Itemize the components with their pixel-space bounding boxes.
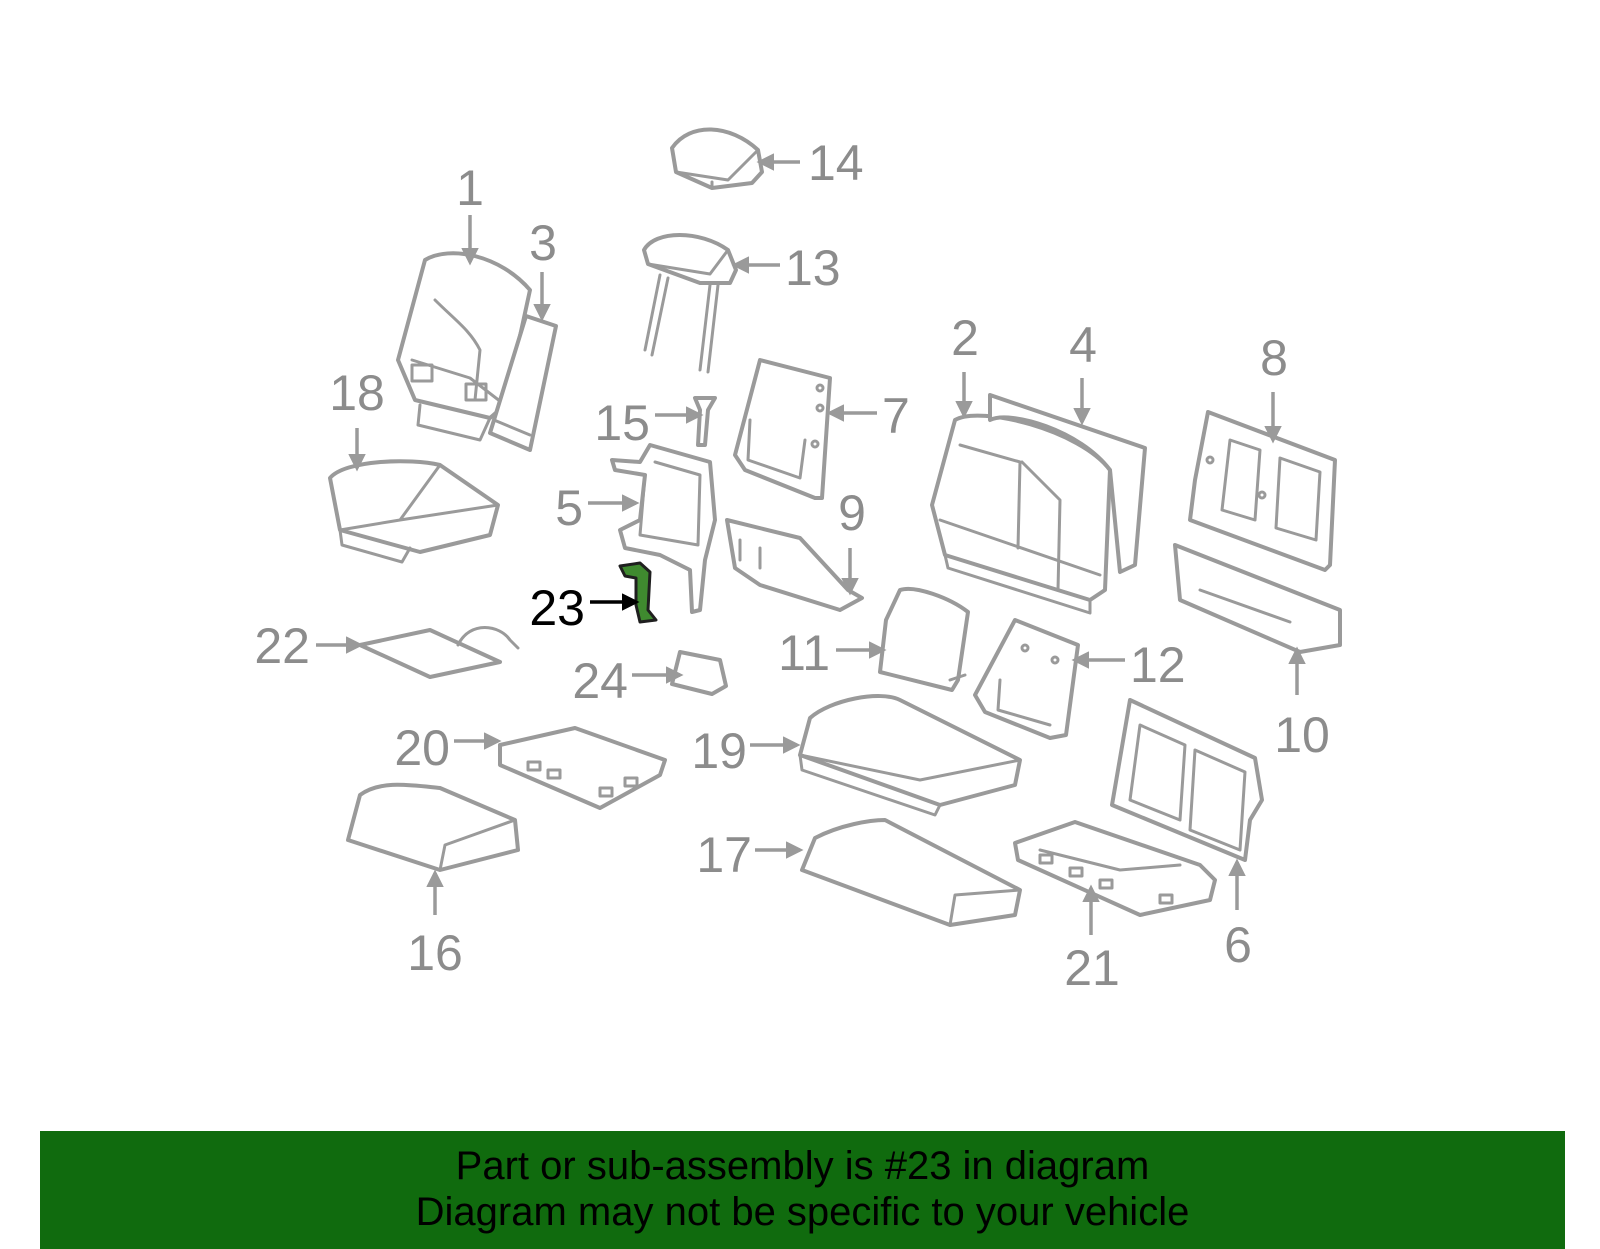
callout-18: 18 xyxy=(329,365,385,421)
callout-14: 14 xyxy=(808,135,864,191)
callout-5: 5 xyxy=(555,480,583,536)
part-9-trim-strip[interactable] xyxy=(725,518,864,612)
part-7-seat-back-panel-rear[interactable] xyxy=(733,358,832,500)
part-20-seat-cushion-frame[interactable] xyxy=(498,726,667,810)
part-16-seat-cushion-pad[interactable] xyxy=(346,782,520,872)
part-15-headrest-guide[interactable] xyxy=(693,396,717,447)
part-1-seat-back-cover[interactable] xyxy=(396,251,532,442)
part-5-seat-back-frame[interactable] xyxy=(610,443,717,614)
callout-7: 7 xyxy=(882,388,910,444)
part-14-headrest-top[interactable] xyxy=(670,127,764,190)
callout-arrows xyxy=(316,153,1306,935)
callout-24: 24 xyxy=(572,653,628,709)
callout-labels: 1 3 18 14 13 15 7 5 9 2 4 8 10 22 24 11 … xyxy=(254,135,1329,996)
callout-21: 21 xyxy=(1064,940,1120,996)
banner-disclaimer-line: Diagram may not be specific to your vehi… xyxy=(415,1190,1190,1234)
part-11-seat-back-small[interactable] xyxy=(878,586,970,692)
callout-4: 4 xyxy=(1069,317,1097,373)
callout-3: 3 xyxy=(529,215,557,271)
callout-2: 2 xyxy=(951,310,979,366)
info-banner: Part or sub-assembly is #23 in diagram D… xyxy=(40,1131,1565,1249)
callout-17: 17 xyxy=(696,827,752,883)
part-4-seat-back-panel-large[interactable] xyxy=(988,393,1147,574)
part-21-seat-cushion-frame-large[interactable] xyxy=(1013,820,1217,917)
callout-15: 15 xyxy=(594,395,650,451)
callout-8: 8 xyxy=(1260,330,1288,386)
callout-10: 10 xyxy=(1274,707,1330,763)
callout-20: 20 xyxy=(394,720,450,776)
callout-1: 1 xyxy=(456,160,484,216)
callout-6: 6 xyxy=(1224,917,1252,973)
part-8-seat-back-frame-large[interactable] xyxy=(1188,410,1337,572)
part-23-bracket-highlighted[interactable] xyxy=(618,561,658,624)
part-2-seat-back-cover-large[interactable] xyxy=(930,413,1112,615)
callout-9: 9 xyxy=(838,485,866,541)
callout-13: 13 xyxy=(785,240,841,296)
part-12-seat-back-frame-small[interactable] xyxy=(973,618,1080,740)
part-19-seat-cushion-cover-large[interactable] xyxy=(798,694,1022,817)
callout-19: 19 xyxy=(691,723,747,779)
part-3-seat-back-panel[interactable] xyxy=(488,314,558,452)
callout-23-highlighted: 23 xyxy=(529,580,585,636)
part-13-headrest[interactable] xyxy=(642,233,738,374)
part-17-seat-cushion-pad-large[interactable] xyxy=(800,818,1022,927)
callout-16: 16 xyxy=(407,925,463,981)
part-6-seat-back-frame-assembly[interactable] xyxy=(1110,698,1264,862)
part-18-seat-cushion-cover[interactable] xyxy=(328,459,500,564)
callout-12: 12 xyxy=(1130,637,1186,693)
callout-22: 22 xyxy=(254,618,310,674)
callout-11: 11 xyxy=(778,625,830,681)
part-22-seat-heater[interactable] xyxy=(358,626,520,679)
part-24-pad[interactable] xyxy=(670,650,728,696)
banner-part-line: Part or sub-assembly is #23 in diagram xyxy=(455,1144,1150,1188)
part-10-seat-back-trim-large[interactable] xyxy=(1173,543,1342,654)
